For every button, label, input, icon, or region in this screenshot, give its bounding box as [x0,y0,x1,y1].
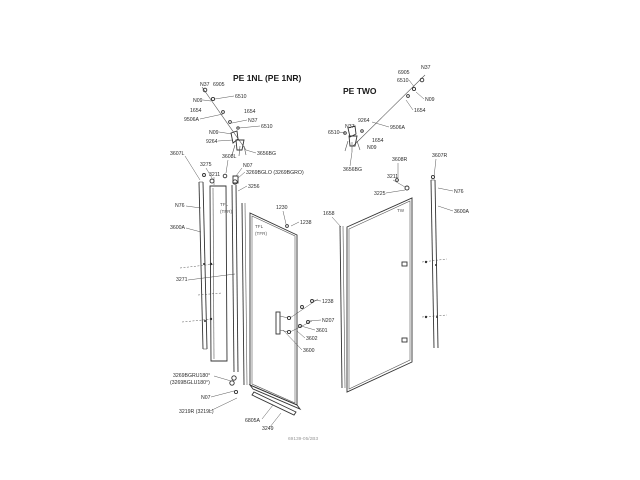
svg-text:1230: 1230 [276,205,288,211]
svg-text:N37: N37 [200,82,210,88]
svg-text:3656BG: 3656BG [343,167,362,173]
left-hinge-labels: N37 6905 6510 N09 1654 9506A 1654 N37 65… [184,82,276,157]
svg-text:3602: 3602 [306,336,318,342]
right-hinge-bracket-assembly [343,74,426,152]
svg-text:1654: 1654 [414,108,426,114]
svg-text:1238: 1238 [322,299,334,305]
svg-text:3219R (3219L): 3219R (3219L) [179,409,214,415]
bottom-threshold [248,383,302,416]
svg-text:3211: 3211 [387,174,398,180]
drawing-reference: 69139-05/2B3 [288,436,318,442]
svg-text:3275: 3275 [200,162,212,168]
svg-text:TW: TW [397,208,405,213]
svg-text:3600A: 3600A [170,225,186,231]
top-caps-left [202,173,239,184]
svg-text:N07: N07 [243,163,253,169]
left-fixed-glass-panel: TFL (TFR) [209,185,232,362]
svg-text:1658: 1658 [323,211,335,217]
seal-strip-1658 [339,225,346,389]
svg-text:3269BGRU180°: 3269BGRU180° [173,373,210,379]
svg-text:(3269BGLU180°): (3269BGLU180°) [170,380,210,386]
svg-text:6510: 6510 [397,78,409,84]
title-pe-1nl: PE 1NL (PE 1NR) [233,73,302,83]
door-glass-panel: TFL (TFR) [249,212,298,406]
svg-text:3256: 3256 [248,184,260,190]
svg-text:1654: 1654 [372,138,384,144]
right-part-labels: 1658 3608R 3607R 3211 3225 N76 3600A [323,153,470,228]
svg-text:(TFR): (TFR) [255,231,267,236]
wall-profile-3607r [430,179,439,349]
title-pe-two: PE TWO [343,86,377,96]
top-caps-right [395,174,436,191]
handle-fixing-parts [289,298,319,333]
svg-text:6805A: 6805A [245,418,261,424]
svg-text:N09: N09 [209,130,219,136]
svg-text:6510: 6510 [328,130,340,136]
svg-text:6905: 6905 [398,70,410,76]
svg-text:N37: N37 [248,118,258,124]
svg-text:3656BG: 3656BG [257,151,276,157]
svg-text:3607L: 3607L [170,151,185,157]
seal-strip-3271 [231,179,239,381]
svg-text:N37: N37 [421,65,431,71]
svg-text:6510: 6510 [261,124,273,130]
svg-text:1238: 1238 [300,220,312,226]
svg-text:N07: N07 [201,395,211,401]
svg-text:3600: 3600 [303,348,315,354]
left-hinge-bracket-assembly [201,86,247,157]
svg-text:N76: N76 [454,189,464,195]
svg-text:6905: 6905 [213,82,225,88]
svg-text:3607R: 3607R [432,153,448,159]
right-hinge-labels: N37 6905 6510 N09 1654 9506A N37 9264 65… [328,65,435,173]
svg-text:3601: 3601 [316,328,328,334]
svg-text:N09: N09 [193,98,203,104]
svg-text:9506A: 9506A [390,125,406,131]
svg-text:6510: 6510 [235,94,247,100]
svg-text:3249: 3249 [262,426,274,432]
wall-profile-3607l [198,181,208,350]
left-screws [179,262,223,323]
svg-text:TFL: TFL [220,202,229,207]
svg-text:N37: N37 [345,124,355,130]
svg-text:3211: 3211 [209,172,220,178]
svg-text:3271: 3271 [176,277,188,283]
svg-text:3608R: 3608R [392,157,408,163]
door-hinge-post [241,202,248,386]
svg-text:N09: N09 [425,97,435,103]
svg-text:3225: 3225 [374,191,386,197]
svg-text:1654: 1654 [190,108,202,114]
left-part-labels: 3607L 3608L 3275 N07 3269BGLO (3269BGRO)… [170,151,335,432]
bottom-caps-left [229,380,239,395]
svg-text:9264: 9264 [206,139,218,145]
svg-text:3608L: 3608L [222,154,237,160]
svg-text:N207: N207 [322,318,335,324]
svg-text:N76: N76 [175,203,185,209]
svg-text:1654: 1654 [244,109,256,115]
door-handle [275,311,292,335]
svg-text:N09: N09 [367,145,377,151]
svg-text:TFL: TFL [255,224,264,229]
svg-text:(TFR): (TFR) [220,209,232,214]
svg-text:3269BGLO (3269BGRO): 3269BGLO (3269BGRO) [246,170,304,176]
right-screws [421,258,448,319]
right-fixed-glass-panel: TW [346,197,413,393]
svg-text:9506A: 9506A [184,117,200,123]
svg-text:3600A: 3600A [454,209,470,215]
svg-text:9264: 9264 [358,118,370,124]
